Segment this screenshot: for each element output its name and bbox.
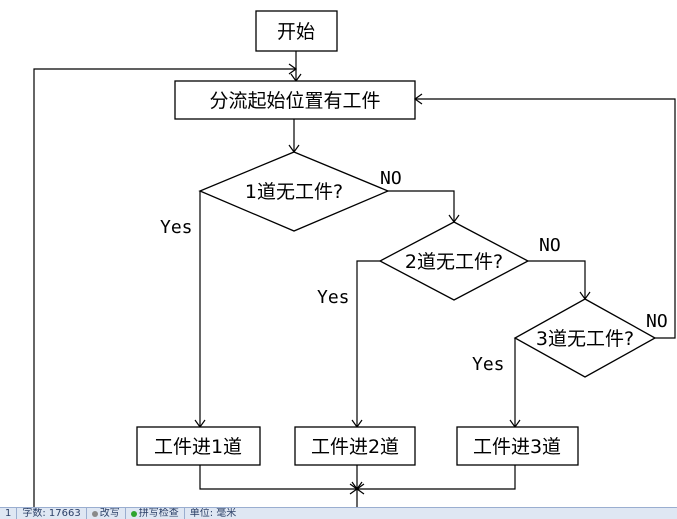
dec2-no-label: NO xyxy=(539,235,561,256)
status-overwrite[interactable]: 改写 xyxy=(87,508,126,519)
status-unit[interactable]: 单位: 毫米 xyxy=(189,508,237,519)
edge-dec3-no xyxy=(415,98,676,339)
decision-1-label: 1道无工件? xyxy=(245,181,343,203)
arrowhead xyxy=(413,93,423,105)
check-start-box xyxy=(174,80,416,120)
lane-2-label: 工件进2道 xyxy=(311,436,399,458)
edge-dec2-no xyxy=(528,260,586,299)
arrowhead xyxy=(351,481,363,491)
decision-3-label: 3道无工件? xyxy=(536,328,634,350)
dec2-yes-label: Yes xyxy=(317,287,350,308)
overwrite-indicator-icon xyxy=(91,510,98,517)
edge-dec1-no xyxy=(388,190,455,222)
lane-3-box xyxy=(456,426,579,466)
status-word-count[interactable]: 字数: 17663 xyxy=(17,508,87,519)
decision-2-diamond xyxy=(378,221,530,301)
dec3-no-label: NO xyxy=(646,311,668,332)
edge-dec2-yes xyxy=(356,260,380,427)
check-start-label: 分流起始位置有工件 xyxy=(209,90,380,112)
lane-3-label: 工件进3道 xyxy=(473,436,561,458)
arrowhead xyxy=(288,63,298,75)
lane-2-box xyxy=(294,426,416,466)
dec3-yes-label: Yes xyxy=(472,354,505,375)
edge-lane3-merge xyxy=(357,465,516,490)
status-bar: 1 字数: 17663 改写 拼写检查 单位: 毫米 xyxy=(0,507,677,519)
spell-check-indicator-icon xyxy=(130,510,137,517)
edge-lane1-merge xyxy=(199,465,357,490)
lane-1-label: 工件进1道 xyxy=(154,436,242,458)
decision-2-label: 2道无工件? xyxy=(405,251,503,273)
edge-loop-back-left xyxy=(33,68,296,507)
decision-3-diamond xyxy=(513,298,657,378)
dec1-yes-label: Yes xyxy=(160,217,193,238)
lane-1-box xyxy=(136,426,261,466)
status-spell-check[interactable]: 拼写检查 xyxy=(126,508,185,519)
status-page[interactable]: 1 xyxy=(0,508,18,519)
start-box xyxy=(255,10,338,52)
dec1-no-label: NO xyxy=(380,168,402,189)
start-label: 开始 xyxy=(277,21,315,43)
decision-1-diamond xyxy=(198,151,390,232)
